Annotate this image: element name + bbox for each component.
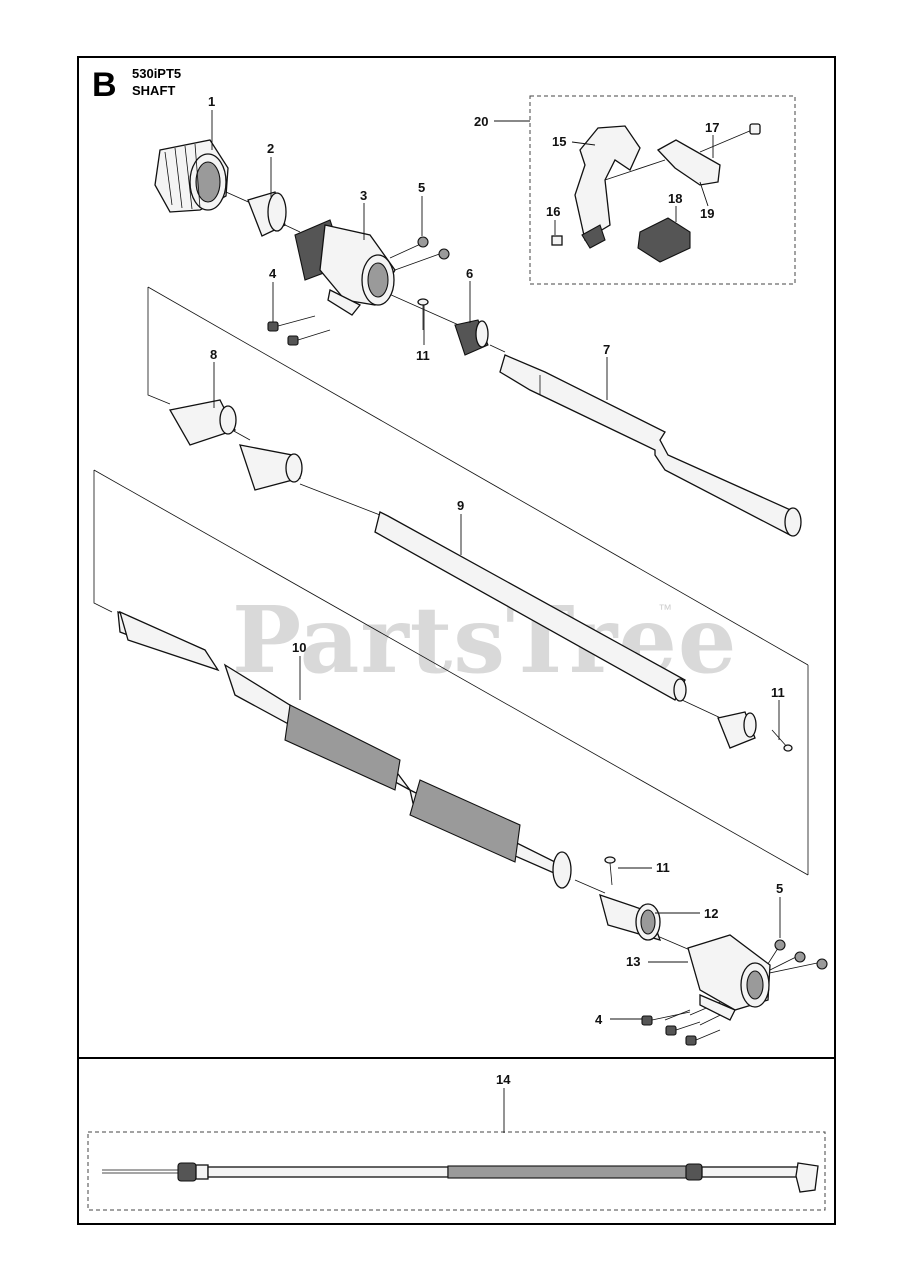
- part-14-complete-shaft: [102, 1162, 819, 1193]
- part-10-outer-tube: [117, 610, 572, 889]
- callout-12: 12: [704, 906, 718, 921]
- part-1-nut: [154, 139, 229, 213]
- part-11-screw-top: [417, 298, 429, 330]
- part-11-coupler-right: [717, 711, 793, 752]
- section-title: SHAFT: [132, 83, 175, 98]
- section-letter: B: [92, 66, 117, 104]
- callout-11-bottom: 11: [656, 860, 670, 875]
- callout-6: 6: [466, 266, 473, 281]
- callout-7: 7: [603, 342, 610, 357]
- part-8-collars: [168, 399, 303, 491]
- part-19-plate: [656, 139, 721, 186]
- callout-5-top: 5: [418, 180, 425, 195]
- part-17-bolt: [699, 123, 761, 153]
- watermark-trademark: ™: [658, 601, 672, 617]
- callout-9: 9: [457, 498, 464, 513]
- part-12-sleeve: [599, 893, 662, 941]
- model-name: 530iPT5: [132, 66, 181, 81]
- callout-18: 18: [668, 191, 682, 206]
- callout-11-top: 11: [416, 348, 430, 363]
- kit-14-box: [87, 1131, 826, 1211]
- callout-5-bottom: 5: [776, 881, 783, 896]
- callout-17: 17: [705, 120, 719, 135]
- callout-4-top: 4: [269, 266, 277, 281]
- part-13-lower-housing: [687, 934, 771, 1021]
- callout-3: 3: [360, 188, 367, 203]
- part-5-nuts-top: [417, 236, 450, 260]
- callout-15: 15: [552, 134, 566, 149]
- callout-13: 13: [626, 954, 640, 969]
- part-9-inner-tube: [374, 511, 687, 702]
- part-11-screw-bottom: [604, 856, 616, 886]
- part-3-housing: [294, 219, 396, 316]
- part-16-nut: [551, 235, 563, 246]
- leader-lines: [211, 110, 781, 1133]
- callout-2: 2: [267, 141, 274, 156]
- callout-10: 10: [292, 640, 306, 655]
- callout-19: 19: [700, 206, 714, 221]
- part-4-bolts-bottom: [641, 1011, 721, 1046]
- callout-8: 8: [210, 347, 217, 362]
- outer-frame: [77, 56, 836, 1225]
- callout-20: 20: [474, 114, 488, 129]
- callout-11-right: 11: [771, 685, 785, 700]
- callout-1: 1: [208, 94, 215, 109]
- part-15-hanger: [574, 125, 641, 249]
- part-6-sleeve: [454, 319, 489, 356]
- kit-20-box: [529, 95, 796, 285]
- callout-4-bottom: 4: [595, 1012, 603, 1027]
- part-5-nuts-bottom: [774, 939, 828, 970]
- part-4-bolts-top: [267, 315, 331, 346]
- part-7-upper-tube: [499, 354, 802, 537]
- callout-14: 14: [496, 1072, 511, 1087]
- callout-16: 16: [546, 204, 560, 219]
- part-2-ring: [247, 191, 287, 237]
- part-18-clamp: [637, 217, 691, 263]
